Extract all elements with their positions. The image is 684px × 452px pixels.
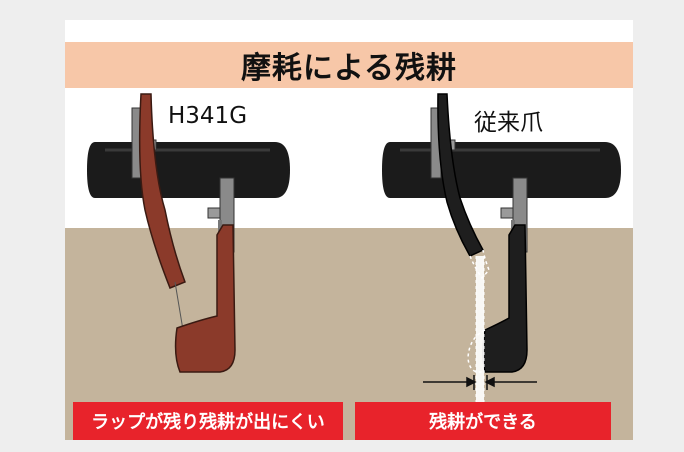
title-band: 摩耗による残耕 (65, 42, 633, 88)
left-upper-blade (138, 93, 186, 289)
right-lower-wear-outline (467, 329, 486, 373)
gap-arrows (423, 375, 537, 390)
residual-soil-strip (476, 256, 484, 402)
left-caption: ラップが残り残耕が出にくい (73, 402, 343, 440)
page-title: 摩耗による残耕 (240, 51, 458, 86)
left-caption-text: ラップが残り残耕が出にくい (91, 412, 325, 433)
left-label: H341G (168, 103, 248, 129)
tiller-illustration (87, 93, 621, 402)
right-lower-blade (482, 224, 528, 373)
left-lower-blade (174, 224, 236, 373)
right-label: 従来爪 (474, 110, 543, 136)
diagram-panel: 摩耗による残耕 (65, 20, 633, 440)
right-caption: 残耕ができる (355, 402, 611, 440)
right-caption-text: 残耕ができる (429, 412, 537, 433)
